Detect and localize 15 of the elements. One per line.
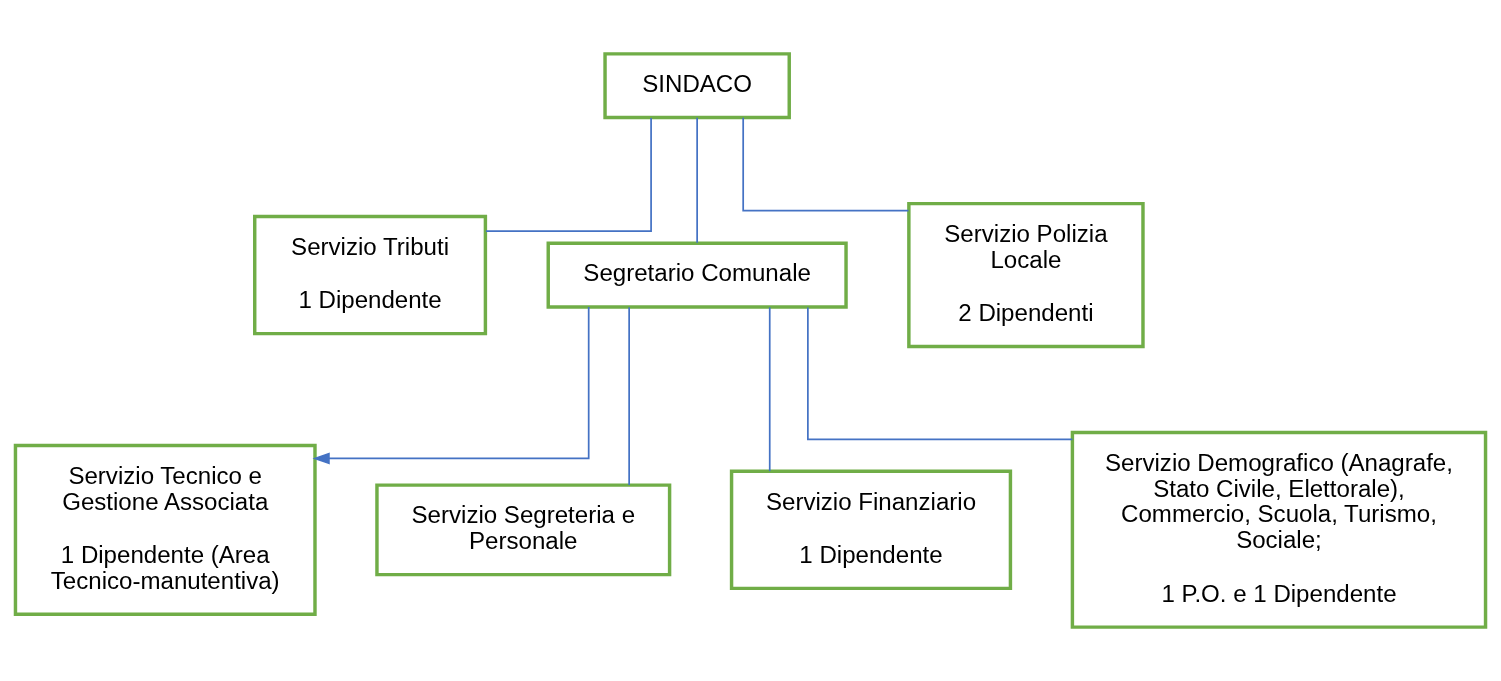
node-box: Servizio Polizia Locale 2 Dipendenti [907, 201, 1145, 349]
node-box: Segretario Comunale [546, 241, 848, 309]
connector [696, 117, 698, 244]
node-box: Servizio Tributi 1 Dipendente [253, 214, 488, 336]
node-box: Servizio Tecnico e Gestione Associata 1 Dipendente (Area Tecnico-manutentiva) [13, 443, 317, 616]
connector [807, 306, 1074, 441]
node-box: Servizio Demografico (Anagrafe, Stato Civile, Elettorale), Commercio, Scuola, Turismo, Sociale; 1 P.O. e 1 Dipendente [1070, 430, 1488, 629]
connector [768, 306, 771, 473]
connector [628, 306, 630, 486]
node-box: Servizio Segreteria e Personale [375, 483, 672, 577]
node-box: Servizio Finanziario 1 Dipendente [729, 469, 1013, 591]
arrow [312, 306, 590, 465]
node-box: SINDACO [603, 52, 791, 120]
connector [485, 117, 652, 233]
connector [742, 117, 910, 212]
